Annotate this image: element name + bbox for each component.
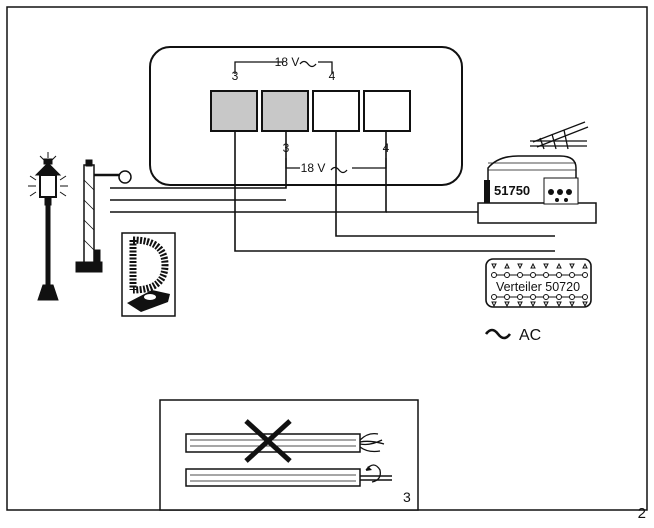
top-ac-symbol: [299, 60, 317, 68]
terminal-box-1: [210, 90, 258, 132]
terminal-box-4: [363, 90, 411, 132]
wire-terminal-2: [110, 131, 287, 189]
wire-terminal-3: [335, 131, 555, 237]
street-lamp: [28, 152, 68, 301]
terminal-box-3: [312, 90, 360, 132]
transformer-housing: [149, 46, 463, 186]
decoder-module: [121, 232, 176, 317]
bottom-voltage-label: 18 V: [301, 161, 326, 175]
wire-terminal-1: [234, 131, 555, 252]
distributor-label: Verteiler 50720: [496, 280, 580, 294]
page-number: 2: [637, 505, 646, 522]
ac-legend-symbol: [484, 328, 512, 340]
cross-mark-b: [244, 419, 292, 463]
terminal-box-2: [261, 90, 309, 132]
top-voltage-bracket: [234, 61, 333, 74]
semaphore-signal: [75, 159, 132, 273]
ac-legend-text: AC: [519, 327, 541, 344]
cable-inset-number: 3: [403, 489, 411, 505]
top-left-terminal-number: 3: [232, 69, 239, 83]
bottom-ac-symbol: [330, 166, 348, 174]
device-51750: 51750: [477, 155, 597, 224]
cable-inset: 3: [159, 399, 419, 511]
device-51750-label: 51750: [494, 183, 530, 198]
transformer: 18 V 3 4 3 4 18 V: [149, 46, 463, 186]
top-right-terminal-number: 4: [329, 69, 336, 83]
distributor-50720: Verteiler 50720: [485, 258, 592, 308]
turnout-track-icon: [530, 121, 589, 150]
ac-legend: AC: [484, 327, 541, 344]
top-voltage-label: 18 V: [275, 55, 300, 69]
